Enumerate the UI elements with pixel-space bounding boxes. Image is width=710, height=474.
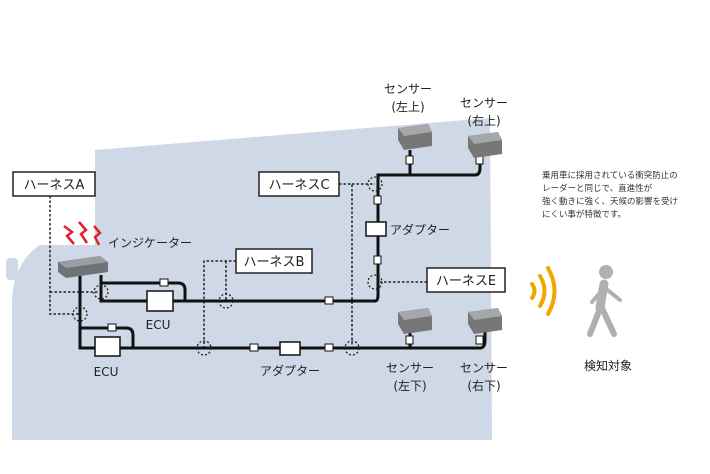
harness-a-label: ハーネスA [24,178,85,193]
note-line: にくい事が特徴です。 [542,209,626,220]
adapter-vertical-label: アダプター [390,222,450,237]
adapter-vertical-box [365,221,387,237]
harness-a-box [12,171,96,197]
sensor-top-left-pos: (左上) [391,99,424,114]
adapter-lower-box [279,341,301,356]
sensor-bottom-left [398,308,432,334]
wheels [28,440,429,474]
sensor-bottom-right [468,308,502,334]
sensor-bottom-left-pos: (左下) [393,378,426,393]
harness-b-label: ハーネスB [244,255,305,270]
connectors [107,155,484,352]
harness-c-box [258,171,340,197]
sensor-top-right-name: センサー [460,96,508,110]
note-line: レーダーと同じで、直進性が [542,183,653,194]
note-line: 強く動きに強く、天候の影響を受け [542,196,678,207]
harness-e-label: ハーネスE [436,274,496,289]
sensor-top-left-name: センサー [384,82,432,96]
harness-leaders [49,183,427,348]
junction-markers [72,176,383,356]
indicator-device [58,256,108,278]
target-label: 検知対象 [584,359,632,373]
note-line: 乗用車に採用されている衝突防止の [542,170,678,181]
ecu-upper-label: ECU [146,318,171,332]
truck-silhouette [6,118,492,440]
description-note: 乗用車に採用されている衝突防止の レーダーと同じで、直進性が 強く動きに強く、天… [542,170,678,220]
radar-wave-icon [530,266,557,316]
ecu-upper-box [146,290,174,312]
sensor-bottom-right-pos: (右下) [467,378,500,393]
pedestrian-icon [587,265,622,337]
ecu-lower-label: ECU [94,365,119,379]
sensor-top-right-pos: (右上) [467,113,500,128]
alert-icon [63,221,102,246]
sensor-bottom-left-name: センサー [386,361,434,375]
harness-b-box [235,248,313,274]
ecu-lower-box [94,336,121,357]
harness-e-box [426,267,506,293]
indicator-label: インジケーター [108,236,192,250]
sensor-top-left [398,124,432,150]
sensor-top-right [468,132,502,158]
adapter-lower-label: アダプター [260,363,320,378]
sensor-bottom-right-name: センサー [460,361,508,375]
harness-c-label: ハーネスC [268,178,329,193]
